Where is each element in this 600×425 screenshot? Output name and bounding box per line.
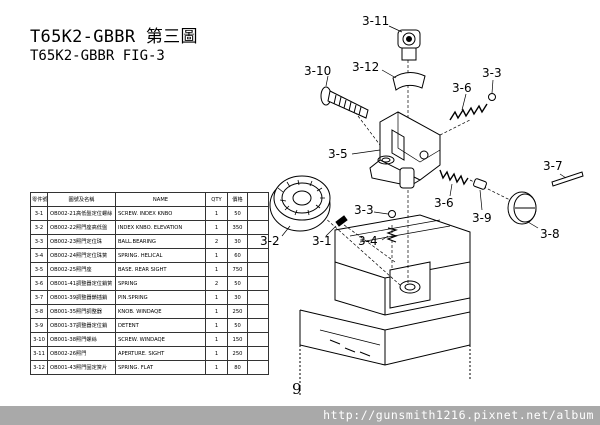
label-3-4: 3-4 (358, 234, 378, 248)
label-3-3-upper: 3-3 (482, 66, 502, 80)
label-3-3-lower: 3-3 (354, 203, 374, 217)
label-3-12: 3-12 (352, 60, 379, 74)
page-subtitle: T65K2-GBBR FIG-3 (30, 48, 165, 64)
label-3-9: 3-9 (472, 211, 492, 225)
url-watermark-bar (0, 406, 600, 425)
page-title: T65K2-GBBR 第三圖 (30, 27, 198, 47)
windage-screw-drawing (320, 86, 369, 119)
label-3-8: 3-8 (540, 227, 560, 241)
receiver-rail-drawing (299, 214, 471, 395)
label-3-5: 3-5 (328, 147, 348, 161)
table-header-row: 零件號 圖號及名稱 NAME QTY 價格 (30, 192, 269, 207)
index-screw-drawing (335, 215, 348, 227)
label-3-6-upper: 3-6 (452, 81, 472, 95)
detent-drawing (473, 178, 487, 190)
elevation-knob-drawing (269, 175, 331, 232)
flat-spring-drawing (392, 72, 426, 91)
exploded-parts-diagram: 3-11 3-12 3-10 3-6 3-3 3-5 3-7 3-6 3-9 3… (260, 14, 584, 395)
label-3-6-lower: 3-6 (434, 196, 454, 210)
source-url: http://gunsmith1216.pixnet.net/album (323, 408, 594, 422)
ball-lower-drawing (388, 210, 396, 218)
rear-sight-base-drawing (369, 111, 441, 189)
label-3-2: 3-2 (260, 234, 280, 248)
pin-drawing (551, 171, 584, 187)
cell-blank (247, 360, 269, 375)
label-3-11: 3-11 (362, 14, 389, 28)
aperture-sight-drawing (397, 29, 421, 61)
spring-upper-drawing (449, 103, 488, 121)
page-number: 9 (292, 380, 302, 398)
ball-upper-drawing (488, 93, 496, 101)
label-3-10: 3-10 (304, 64, 331, 78)
label-3-7: 3-7 (543, 159, 563, 173)
cell-part-no: 3-12 (30, 360, 48, 375)
spring-lower-drawing (439, 169, 469, 186)
label-3-1: 3-1 (312, 234, 332, 248)
detent-spring-drawing (386, 227, 399, 243)
leader-lines (281, 25, 567, 241)
windage-knob-drawing (507, 191, 537, 225)
